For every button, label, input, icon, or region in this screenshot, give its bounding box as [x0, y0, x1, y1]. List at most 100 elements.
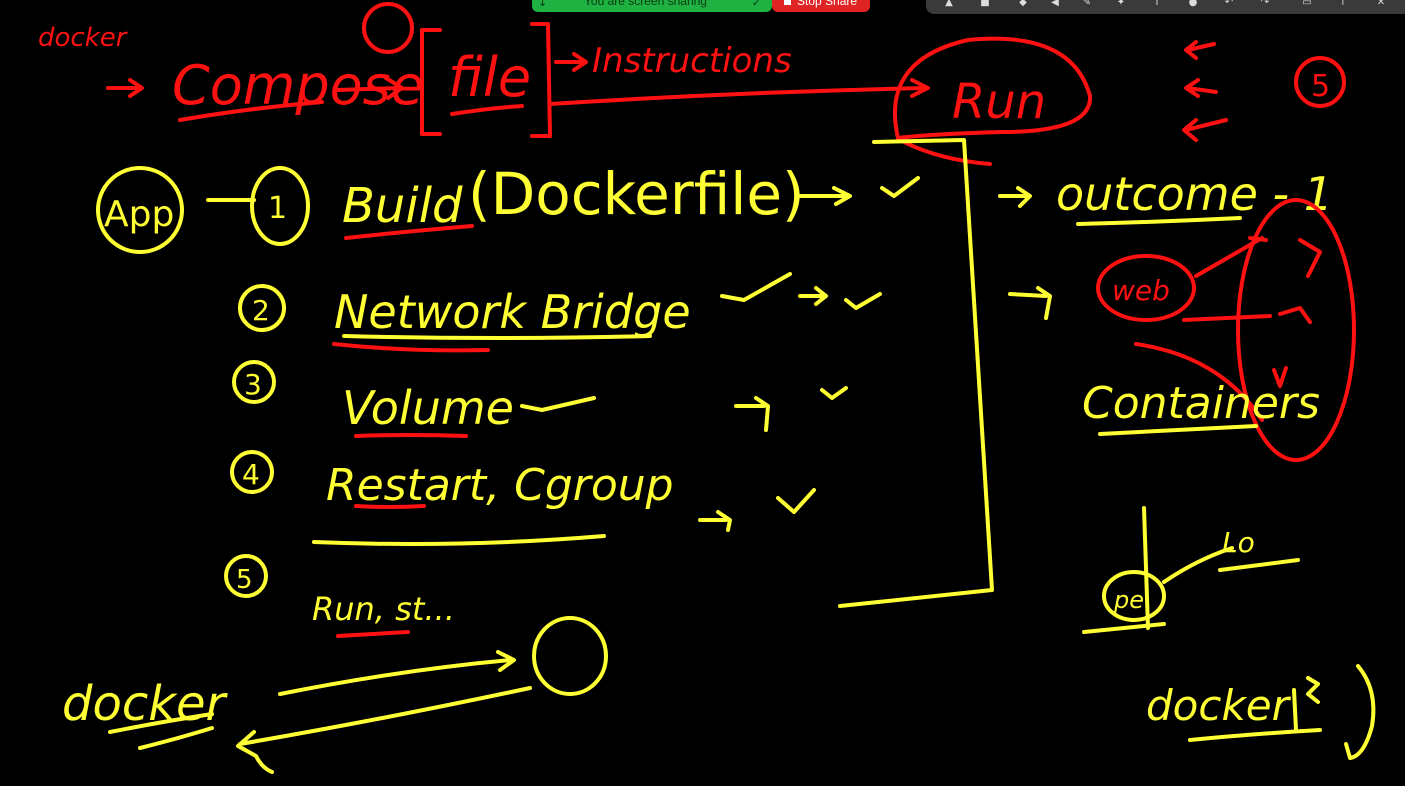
- file-circle-mark: [362, 2, 414, 54]
- right-brace: [1344, 664, 1376, 760]
- shield-check-icon: ✓: [752, 0, 762, 9]
- step3-check-2: [820, 386, 848, 400]
- restart-red-underline: [354, 504, 426, 509]
- step3-check-1: [520, 396, 596, 412]
- step5-number: 5: [236, 565, 253, 595]
- app-note: App: [104, 194, 174, 235]
- web-link-2: [1182, 314, 1272, 322]
- step-5-circle: [1294, 56, 1346, 108]
- step1-number: 1: [268, 191, 287, 226]
- compose-underline: [178, 100, 324, 122]
- eraser-icon[interactable]: I: [1155, 0, 1159, 8]
- step2-arrow: [798, 286, 828, 306]
- step4-underline: [312, 534, 606, 546]
- step3-number: 3: [244, 368, 262, 401]
- stop-icon: [784, 0, 791, 5]
- step2-check-2: [844, 292, 882, 310]
- share-arrow-icon: ↓: [538, 0, 548, 9]
- docker-left-note: docker: [62, 676, 229, 732]
- select-icon[interactable]: ■: [980, 0, 990, 8]
- arrow-back-to-docker: [236, 686, 532, 774]
- step2-circle: [238, 284, 286, 332]
- clear-icon[interactable]: ▭: [1302, 0, 1312, 8]
- web-link-3: [1134, 342, 1264, 422]
- step1-check: [880, 176, 920, 198]
- step5-circle: [224, 554, 268, 598]
- step2-check-1: [720, 272, 792, 302]
- file-note: file: [448, 46, 531, 109]
- file-underline: [450, 104, 524, 116]
- arrow-to-instructions: [554, 52, 588, 72]
- web-circle: [1096, 254, 1196, 322]
- pe-vertical-line: [1142, 506, 1150, 630]
- run-bracket: [838, 138, 994, 608]
- web-note: web: [1112, 274, 1170, 307]
- stamp-icon[interactable]: ✎: [1082, 0, 1092, 8]
- run-tail-line: [902, 140, 992, 166]
- arrow-to-compose: [106, 78, 144, 98]
- step3-arrow: [734, 396, 770, 432]
- arrow-to-outcome: [998, 186, 1032, 208]
- build-note: Build: [342, 178, 463, 234]
- file-left-bracket: [420, 28, 442, 136]
- network-red-underline: [332, 342, 490, 353]
- outcome-note: outcome - 1: [1056, 167, 1333, 221]
- volume-red-underline: [354, 433, 468, 438]
- stop-share-label: Stop Share: [797, 0, 858, 8]
- outcome-underline: [1076, 216, 1242, 226]
- docker-left-underline: [108, 712, 214, 750]
- screen-share-bar: ↓ You are screen sharing ✓ Stop Share ▲ …: [0, 0, 1405, 14]
- app-circle: [96, 166, 184, 254]
- format-icon[interactable]: ●: [1188, 0, 1198, 8]
- step4-circle: [230, 450, 274, 494]
- spotlight-icon[interactable]: ✦: [1116, 0, 1126, 8]
- step4-number: 4: [242, 458, 260, 491]
- mouse-icon[interactable]: ▲: [945, 0, 953, 8]
- run-red-underline: [336, 630, 410, 638]
- container-mark-2: [1278, 306, 1312, 324]
- container-circle: [532, 616, 608, 696]
- run-stop-note: Run, st...: [312, 590, 455, 628]
- pe-note: pe: [1113, 586, 1144, 614]
- build-red-underline: [344, 224, 474, 240]
- draw-icon[interactable]: ◀: [1051, 0, 1059, 8]
- step2-number: 2: [252, 294, 270, 327]
- close-icon[interactable]: ✕: [1376, 0, 1386, 8]
- network-bridge-note: Network Bridge: [334, 285, 691, 339]
- containers-underline: [1098, 424, 1258, 436]
- network-underline: [342, 334, 652, 340]
- step1-arrow: [798, 186, 852, 206]
- container-mark-1: [1248, 236, 1322, 278]
- volume-note: Volume: [342, 381, 514, 435]
- run-dome-outline: [892, 36, 1093, 140]
- arrow-to-run: [548, 78, 930, 106]
- undo-icon[interactable]: ↶: [1224, 0, 1234, 8]
- step1-circle: [250, 166, 310, 246]
- containers-note: Containers: [1082, 378, 1320, 429]
- dockerfile-note: (Dockerfile): [468, 160, 805, 228]
- pe-circle: [1102, 570, 1166, 622]
- pe-base-line: [1082, 622, 1166, 634]
- stop-share-button[interactable]: Stop Share: [772, 0, 870, 12]
- compose-note: Compose: [172, 54, 424, 117]
- step4-check: [776, 488, 816, 514]
- arrow-to-container-circle: [278, 650, 516, 696]
- restart-cgroup-note: Restart, Cgroup: [326, 460, 674, 511]
- pe-link-line: [1162, 546, 1234, 584]
- annotation-toolbar: ▲ ■ ◆ ◀ ✎ ✦ I ● ↶ ↷ ▭ ↑ ✕: [926, 0, 1405, 14]
- docker-red-note: docker: [38, 23, 129, 53]
- container-mark-3: [1272, 366, 1288, 388]
- redo-icon[interactable]: ↷: [1260, 0, 1270, 8]
- docker-right-mark: [1292, 676, 1320, 732]
- red-small-arrow-2: [1184, 78, 1218, 98]
- text-icon[interactable]: ◆: [1019, 0, 1027, 8]
- step4-arrow: [698, 510, 732, 532]
- save-icon[interactable]: ↑: [1338, 0, 1348, 8]
- instructions-note: Instructions: [592, 41, 792, 81]
- sharing-status-pill: ↓ You are screen sharing ✓: [532, 0, 772, 12]
- web-link-1: [1194, 236, 1264, 278]
- docker-right-note: docker: [1146, 681, 1292, 730]
- red-small-arrow-3: [1182, 118, 1228, 142]
